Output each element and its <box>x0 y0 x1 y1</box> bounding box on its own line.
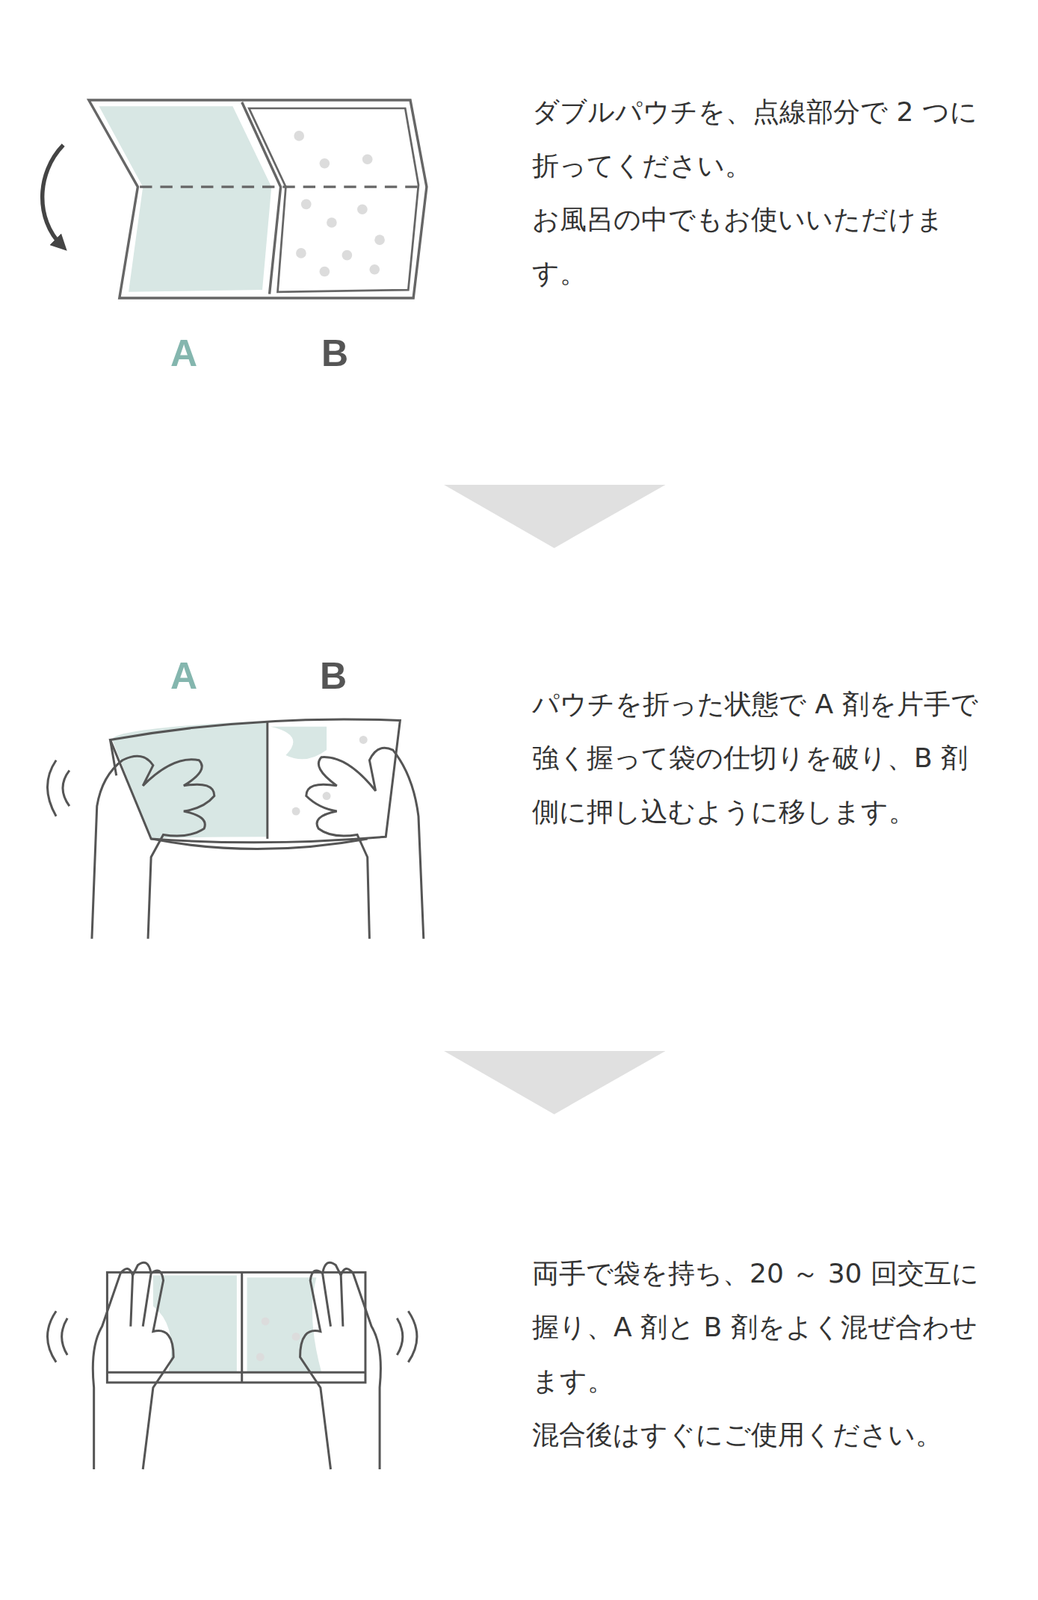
step-text: パウチを折った状態で A 剤を片手で強く握って袋の仕切りを破り、B 剤側に押し込… <box>532 677 988 840</box>
part-label: B <box>321 334 349 373</box>
part-label: A <box>170 657 198 695</box>
step-text: ダブルパウチを、点線部分で 2 つに折ってください。 <box>532 85 988 193</box>
dots <box>293 130 385 277</box>
step-text: 両手で袋を持ち、20 ～ 30 回交互に握り、A 剤と B 剤をよく混ぜ合わせま… <box>532 1247 988 1409</box>
step-arrow <box>443 484 666 549</box>
part-label: A <box>170 334 198 373</box>
step-text: お風呂の中でもお使いいただけます。 <box>532 192 988 301</box>
fold-arrow <box>42 144 64 246</box>
pouch-mix <box>47 1262 417 1470</box>
pouch-fold <box>88 100 427 299</box>
part-label: B <box>319 657 347 695</box>
pouch-squeeze <box>47 719 424 940</box>
step-text: 混合後はすぐにご使用ください。 <box>532 1408 988 1463</box>
step-arrow <box>443 1051 666 1115</box>
